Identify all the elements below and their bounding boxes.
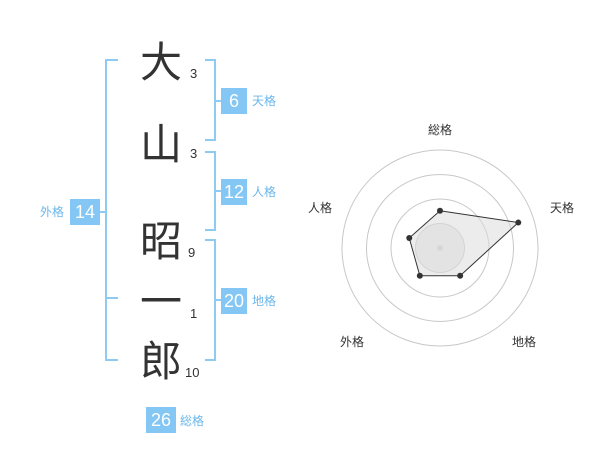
radar-point-4: [416, 272, 423, 279]
name-character-1: 大: [139, 38, 182, 87]
radar-polygon: [408, 210, 520, 277]
stroke-count-5: 10: [185, 365, 200, 380]
stroke-count-2: 3: [190, 146, 198, 161]
jinkaku-label: 人格: [252, 185, 277, 199]
chikaku-label: 地格: [252, 294, 277, 308]
chikaku-value: 20: [221, 288, 247, 314]
name-character-2: 山: [139, 120, 182, 169]
stroke-count-3: 9: [188, 245, 196, 260]
radar-ring-1: [341, 149, 539, 347]
gaikaku-bracket: [105, 59, 118, 361]
radar-ring-2: [366, 174, 514, 322]
radar-point-2: [515, 219, 522, 226]
radar-shape: [408, 210, 520, 277]
soukaku-value: 26: [146, 407, 176, 433]
stroke-count-1: 3: [190, 66, 198, 81]
radar-point-5: [406, 235, 413, 242]
stroke-count-4: 1: [190, 306, 198, 321]
gaikaku-value: 14: [70, 199, 100, 225]
radar-axis-label-chikaku: 地格: [512, 335, 537, 349]
gaikaku-label: 外格: [40, 205, 65, 219]
jinkaku-value: 12: [221, 179, 247, 205]
tenkaku-label: 天格: [252, 94, 277, 108]
name-character-4: 一: [139, 277, 182, 326]
radar-axis-label-jinkaku: 人格: [308, 201, 333, 215]
radar-axis-label-gaikaku: 外格: [340, 335, 365, 349]
radar-axis-label-tenkaku: 天格: [550, 201, 575, 215]
name-character-3: 昭: [139, 217, 182, 266]
tenkaku-value: 6: [221, 88, 247, 114]
soukaku-label: 総格: [180, 414, 205, 428]
radar-points: [406, 207, 522, 279]
radar-point-3: [457, 272, 464, 279]
name-character-5: 郎: [139, 337, 182, 386]
radar-point-1: [437, 207, 443, 214]
radar-axis-label-soukaku: 総格: [428, 123, 453, 137]
